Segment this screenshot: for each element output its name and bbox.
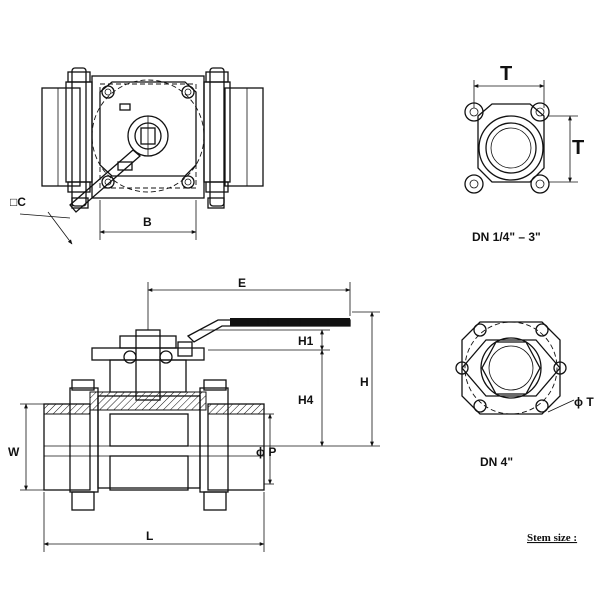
dim-w-label: W	[8, 445, 20, 459]
dim-h1-label: H1	[298, 334, 314, 348]
dim-p-label: ϕ P	[256, 445, 276, 459]
dim-h-label: H	[360, 375, 369, 389]
front-view	[20, 282, 380, 552]
top-view	[19, 67, 264, 245]
dim-phi-t-label: ϕ T	[574, 395, 594, 409]
stem-size-label: Stem size :	[527, 532, 577, 544]
dim-b-label: B	[143, 215, 152, 229]
dim-t-vertical-label: T	[572, 137, 584, 159]
flange-view-small	[464, 80, 578, 194]
dim-e-label: E	[238, 276, 246, 290]
dim-h4-label: H4	[298, 393, 314, 407]
dim-t-horizontal-label: T	[500, 63, 512, 85]
flange-view-large	[455, 321, 575, 415]
dim-c-label: □C	[10, 195, 26, 209]
dim-l-label: L	[146, 529, 153, 543]
caption-dn-small: DN 1/4" – 3"	[472, 230, 541, 244]
caption-dn-large: DN 4"	[480, 455, 513, 469]
